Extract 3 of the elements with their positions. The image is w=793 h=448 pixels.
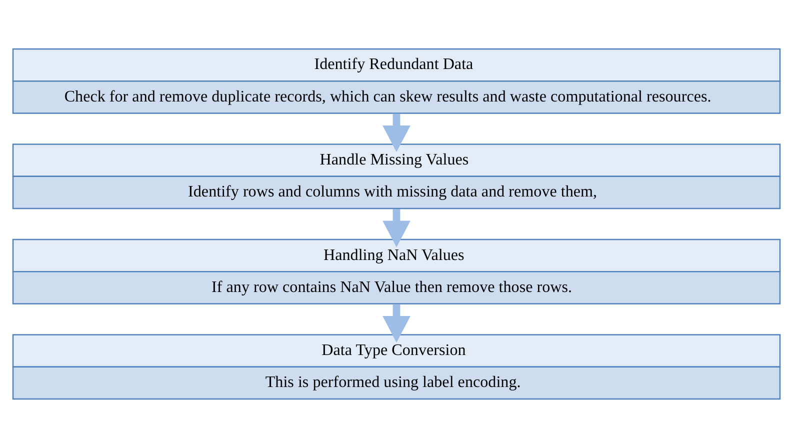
- arrow: [382, 114, 410, 152]
- arrow: [382, 304, 410, 343]
- arrow: [382, 209, 410, 248]
